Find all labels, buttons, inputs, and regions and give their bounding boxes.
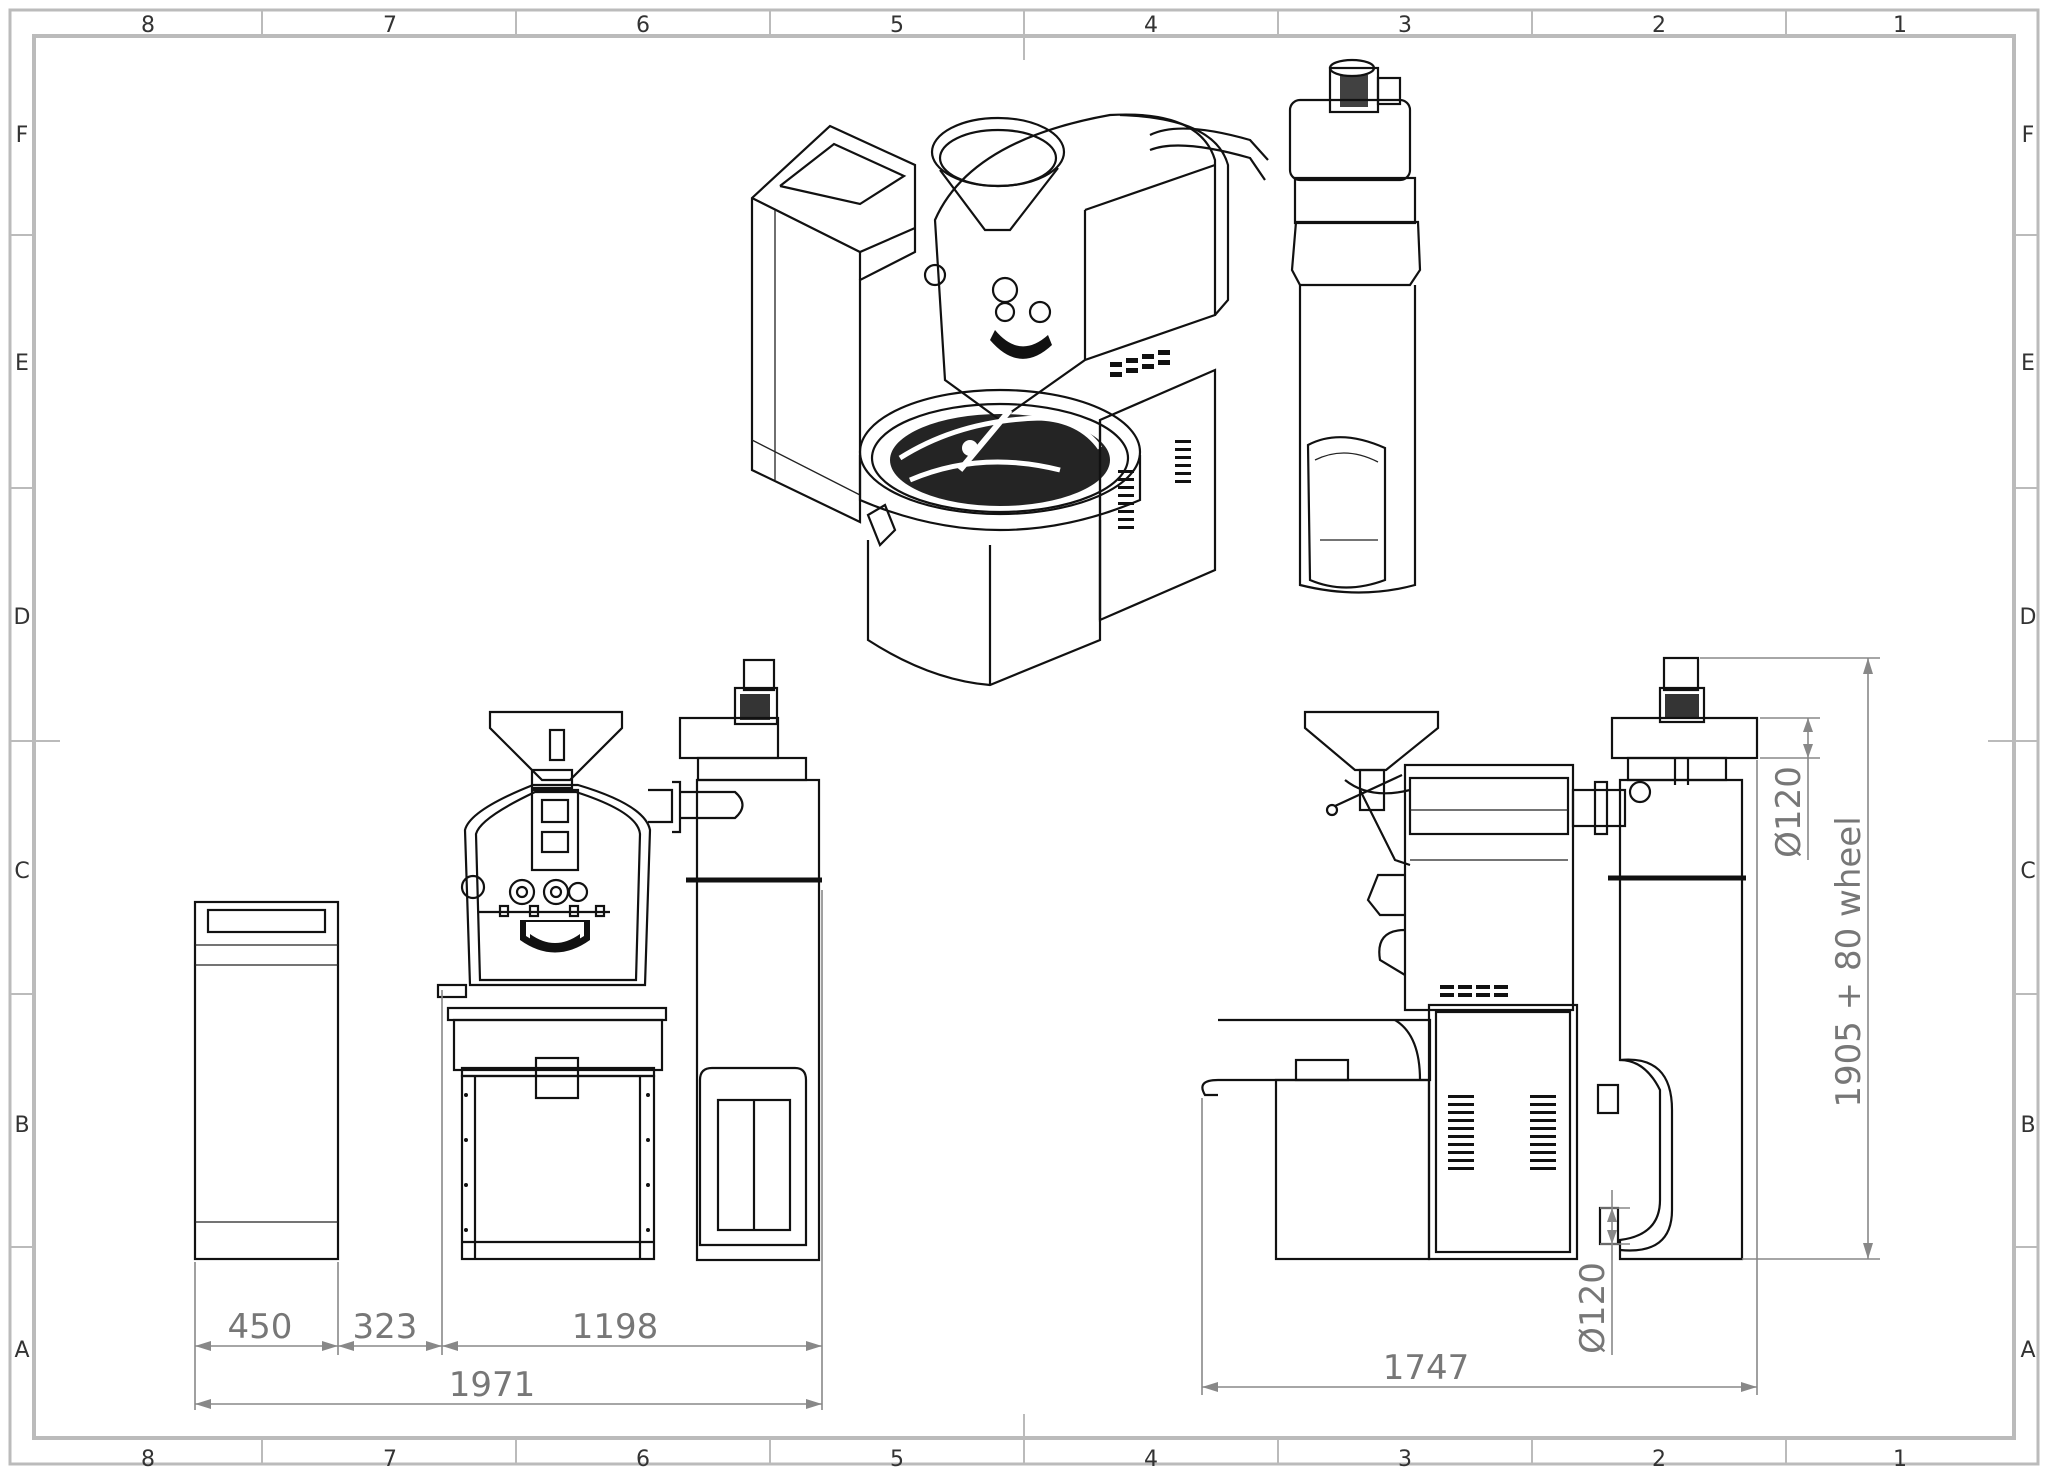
iso-cyclone (1288, 58, 1422, 594)
frame-col-label-top: 3 (1398, 13, 1412, 38)
frame-col-label-top: 5 (890, 13, 904, 38)
frame-row-label-right: A (2020, 1338, 2035, 1363)
frame-row-label-right: B (2020, 1113, 2035, 1138)
frame-row-label-right: F (2022, 123, 2035, 148)
dimension-cabinet-width: 450 (228, 1307, 293, 1347)
frame-col-label-bottom: 1 (1893, 1447, 1907, 1472)
side-cooling-tray (1201, 1018, 1432, 1097)
frame-col-label-bottom: 6 (636, 1447, 650, 1472)
frame-col-label-top: 2 (1652, 13, 1666, 38)
dimension-side-total-width: 1747 (1383, 1348, 1470, 1388)
frame-col-label-top: 4 (1144, 13, 1158, 38)
front-roaster (436, 710, 744, 1261)
front-view (193, 658, 822, 1262)
dimension-lines: 450 323 1198 1971 1747 1905 + 80 wheel Ø… (194, 657, 1880, 1410)
side-drum (1366, 763, 1575, 1012)
drawing-frame: 8 7 6 5 4 3 2 1 8 7 6 5 4 3 2 1 F E D C … (8, 8, 2040, 1472)
frame-row-label-right: D (2020, 605, 2037, 630)
frame-col-label-bottom: 7 (383, 1447, 397, 1472)
frame-col-label-bottom: 8 (141, 1447, 155, 1472)
iso-cooling-tray (858, 388, 1142, 547)
iso-hopper (930, 116, 1066, 232)
frame-col-label-top: 1 (1893, 13, 1907, 38)
dimension-gap-width: 323 (353, 1307, 418, 1347)
side-base (1274, 1003, 1579, 1261)
dimension-height: 1905 + 80 wheel (1829, 816, 1869, 1107)
frame-row-label-left: F (16, 123, 29, 148)
side-cyclone (1596, 656, 1759, 1261)
dimension-roaster-width: 1198 (572, 1307, 659, 1347)
frame-col-label-bottom: 4 (1144, 1447, 1158, 1472)
frame-row-label-left: E (15, 351, 29, 376)
dimension-duct-diameter-bottom: Ø120 (1573, 1262, 1613, 1354)
side-view (1201, 656, 1759, 1261)
iso-control-cabinet (750, 124, 917, 524)
frame-row-label-left: A (14, 1338, 29, 1363)
frame-row-label-left: D (14, 605, 31, 630)
dimension-front-total-width: 1971 (449, 1365, 536, 1405)
frame-row-label-right: C (2020, 859, 2035, 884)
frame-row-label-left: B (14, 1113, 29, 1138)
iso-drum (933, 113, 1230, 422)
front-cyclone (678, 658, 822, 1262)
iso-front-panel (923, 263, 1052, 359)
iso-base (866, 368, 1217, 687)
frame-row-label-right: E (2021, 351, 2035, 376)
front-control-cabinet (193, 900, 340, 1261)
frame-col-label-top: 8 (141, 13, 155, 38)
frame-col-label-top: 6 (636, 13, 650, 38)
frame-col-label-bottom: 2 (1652, 1447, 1666, 1472)
dimension-duct-diameter-top: Ø120 (1769, 766, 1809, 858)
frame-row-label-left: C (14, 859, 29, 884)
frame-col-label-bottom: 3 (1398, 1447, 1412, 1472)
isometric-view (750, 58, 1422, 687)
frame-col-label-bottom: 5 (890, 1447, 904, 1472)
frame-col-label-top: 7 (383, 13, 397, 38)
side-hopper (1303, 710, 1440, 772)
